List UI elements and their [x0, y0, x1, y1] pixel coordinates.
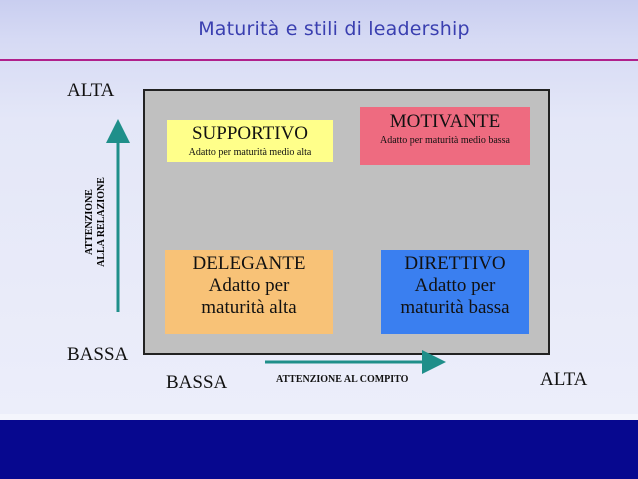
x-axis-high-label: ALTA: [540, 369, 588, 390]
supportivo-description: Adatto per maturità medio alta: [188, 147, 312, 158]
direttivo-description: Adatto per maturità bassa: [400, 275, 510, 318]
delegante-description: Adatto per maturità alta: [201, 275, 297, 318]
quadrant-direttivo: DIRETTIVO Adatto per maturità bassa: [381, 250, 529, 334]
quadrant-delegante: DELEGANTE Adatto per maturità alta: [165, 250, 333, 334]
motivante-title: MOTIVANTE: [389, 111, 501, 132]
direttivo-title: DIRETTIVO: [404, 253, 506, 274]
title-divider: [0, 59, 638, 61]
y-axis-low-label: BASSA: [67, 344, 129, 365]
quadrant-motivante: MOTIVANTE Adatto per maturità medio bass…: [360, 107, 530, 165]
supportivo-title: SUPPORTIVO: [191, 123, 309, 144]
x-axis-low-label: BASSA: [166, 372, 228, 393]
delegante-title: DELEGANTE: [192, 253, 306, 274]
y-axis-high-label: ALTA: [67, 80, 115, 101]
motivante-description: Adatto per maturità medio bassa: [380, 135, 510, 146]
slide-title: Maturità e stili di leadership: [198, 18, 470, 40]
footer-separator: [0, 414, 638, 420]
footer-band: [0, 420, 638, 479]
x-axis-caption: ATTENZIONE AL COMPITO: [276, 374, 409, 385]
quadrant-supportivo: SUPPORTIVO Adatto per maturità medio alt…: [167, 120, 333, 162]
